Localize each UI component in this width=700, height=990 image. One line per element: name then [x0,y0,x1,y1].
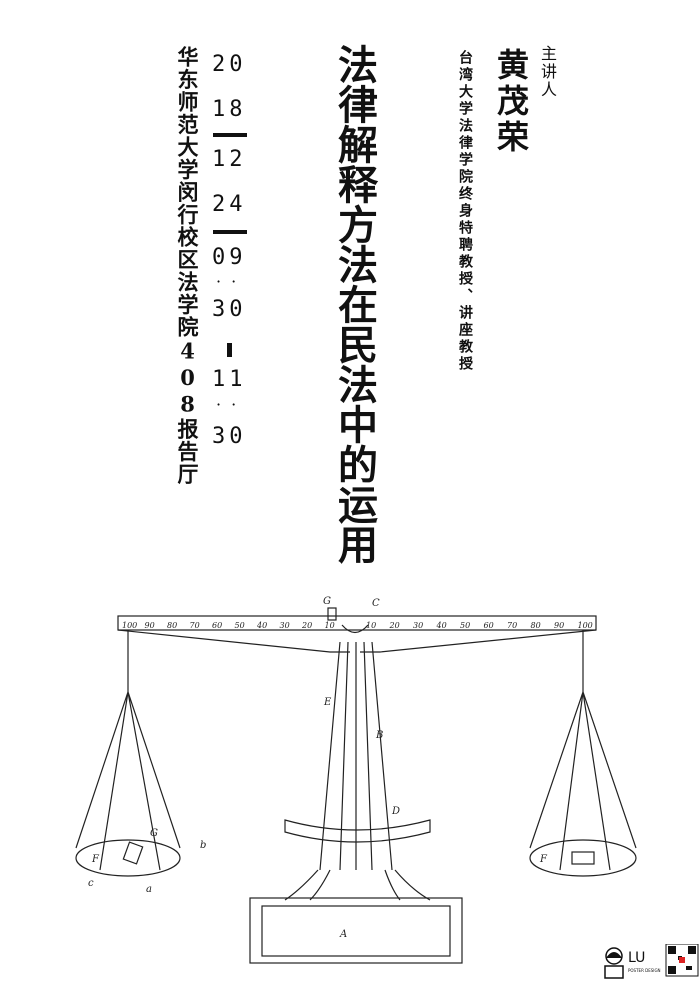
scale-tick-label: 60 [212,621,222,630]
scale-tick-label: 20 [301,621,312,630]
time-start-hour: 09 [212,245,247,270]
scale-tick-label: 90 [554,621,564,630]
scale-tick-label: 90 [145,621,155,630]
scale-tick-label: 10 [325,621,335,630]
date-separator [213,230,247,234]
scale-tick-label: 40 [256,621,267,630]
scale-tick-label: 50 [460,621,470,630]
label-g: G [323,596,331,607]
scale-tick-label: 50 [235,621,245,630]
time-colon: ·· [216,272,247,291]
scale-tick-label: 10 [366,621,376,630]
lecture-title: 法律解释方法在民法中的运用 [331,44,378,564]
label-f-left: F [91,854,100,865]
scale-tick-label: 100 [578,621,593,630]
scale-tick-label: 30 [413,621,423,630]
time-end-hour: 11 [212,367,247,392]
qr-code[interactable] [665,943,699,977]
scale-tick-label: 30 [280,621,290,630]
label-a: A [339,929,347,940]
host-name: 黄茂荣 [492,48,530,156]
scale-tick-label: 80 [531,621,541,630]
scale-tick-label: 80 [167,621,177,630]
scale-tick-label: 70 [507,621,517,630]
date-year-1: 20 [212,52,247,77]
scale-tick-label: 20 [389,621,400,630]
label-c: C [372,598,380,609]
logo-sub: POSTER DESIGN [628,968,661,973]
date-month: 12 [212,147,247,172]
time-start-min: 30 [212,297,247,322]
time-dash [227,343,232,357]
scale-tick-label: 40 [436,621,447,630]
label-e: E [323,697,332,708]
host-title: 台湾大学法律学院终身特聘教授、讲座教授 [457,50,473,373]
scale-tick-label: 70 [190,621,200,630]
time-end-min: 30 [212,424,247,449]
scale-tick-label: 100 [122,621,137,630]
date-year-2: 18 [212,97,247,122]
date-separator [213,133,247,137]
lu-poster-design-logo: LU POSTER DESIGN [602,943,700,986]
label-b: B [375,730,383,741]
label-b2: b [200,840,206,851]
date-day: 24 [212,192,247,217]
venue: 华东师范大学闵行校区法学院408报告厅 [175,46,200,486]
logo-text: LU [628,950,645,966]
label-a2: a [146,884,152,895]
balance-scale-illustration: 100 90 80 70 60 50 40 30 20 10 10 20 30 40 50 60 70 80 90 1… [75,596,637,964]
label-f-right: F [539,854,548,865]
label-d: D [391,806,400,817]
label-g2: G [150,828,158,839]
scale-tick-label: 60 [484,621,494,630]
host-label: 主讲人 [538,45,557,99]
time-colon: ·· [216,395,247,414]
label-c2: c [88,878,94,889]
